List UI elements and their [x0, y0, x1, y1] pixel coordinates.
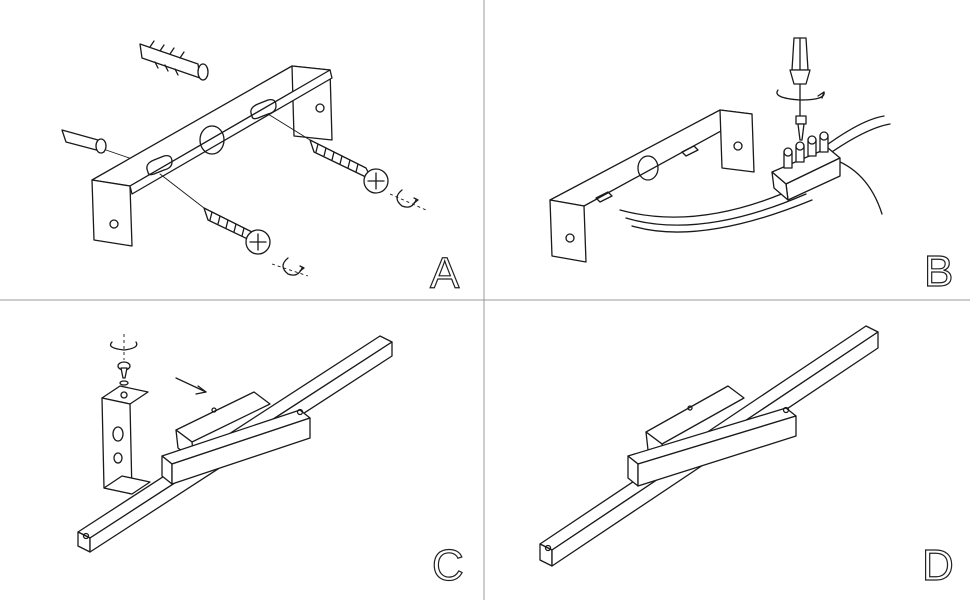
electrical-wires — [619, 115, 891, 233]
screw-icon — [795, 115, 807, 141]
arrow-icon — [175, 377, 207, 395]
panel-label-c: C — [432, 541, 464, 590]
light-fixture — [539, 325, 879, 567]
rotation-arrow-icon — [109, 334, 138, 360]
panel-label-d: D — [922, 541, 954, 590]
screwdriver-icon — [776, 37, 825, 129]
screw-icon — [117, 361, 131, 386]
rotation-arrow-icon — [389, 189, 427, 211]
rotation-arrow-icon — [271, 257, 309, 277]
drill-bit-icon — [61, 129, 136, 161]
mounting-bracket — [91, 65, 333, 247]
wall-plug-icon — [139, 40, 209, 81]
mounting-bracket — [101, 385, 151, 495]
mounting-bracket — [549, 109, 755, 263]
panel-b: B — [549, 37, 954, 297]
panel-label-b: B — [924, 247, 953, 296]
panel-d: D — [539, 325, 954, 591]
terminal-block-icon — [771, 131, 841, 201]
panel-c: C — [77, 334, 464, 591]
panel-label-a: A — [430, 249, 460, 298]
screw-icon — [267, 113, 389, 194]
light-fixture — [77, 335, 393, 553]
panel-a: A — [61, 40, 461, 299]
screw-icon — [159, 173, 271, 255]
